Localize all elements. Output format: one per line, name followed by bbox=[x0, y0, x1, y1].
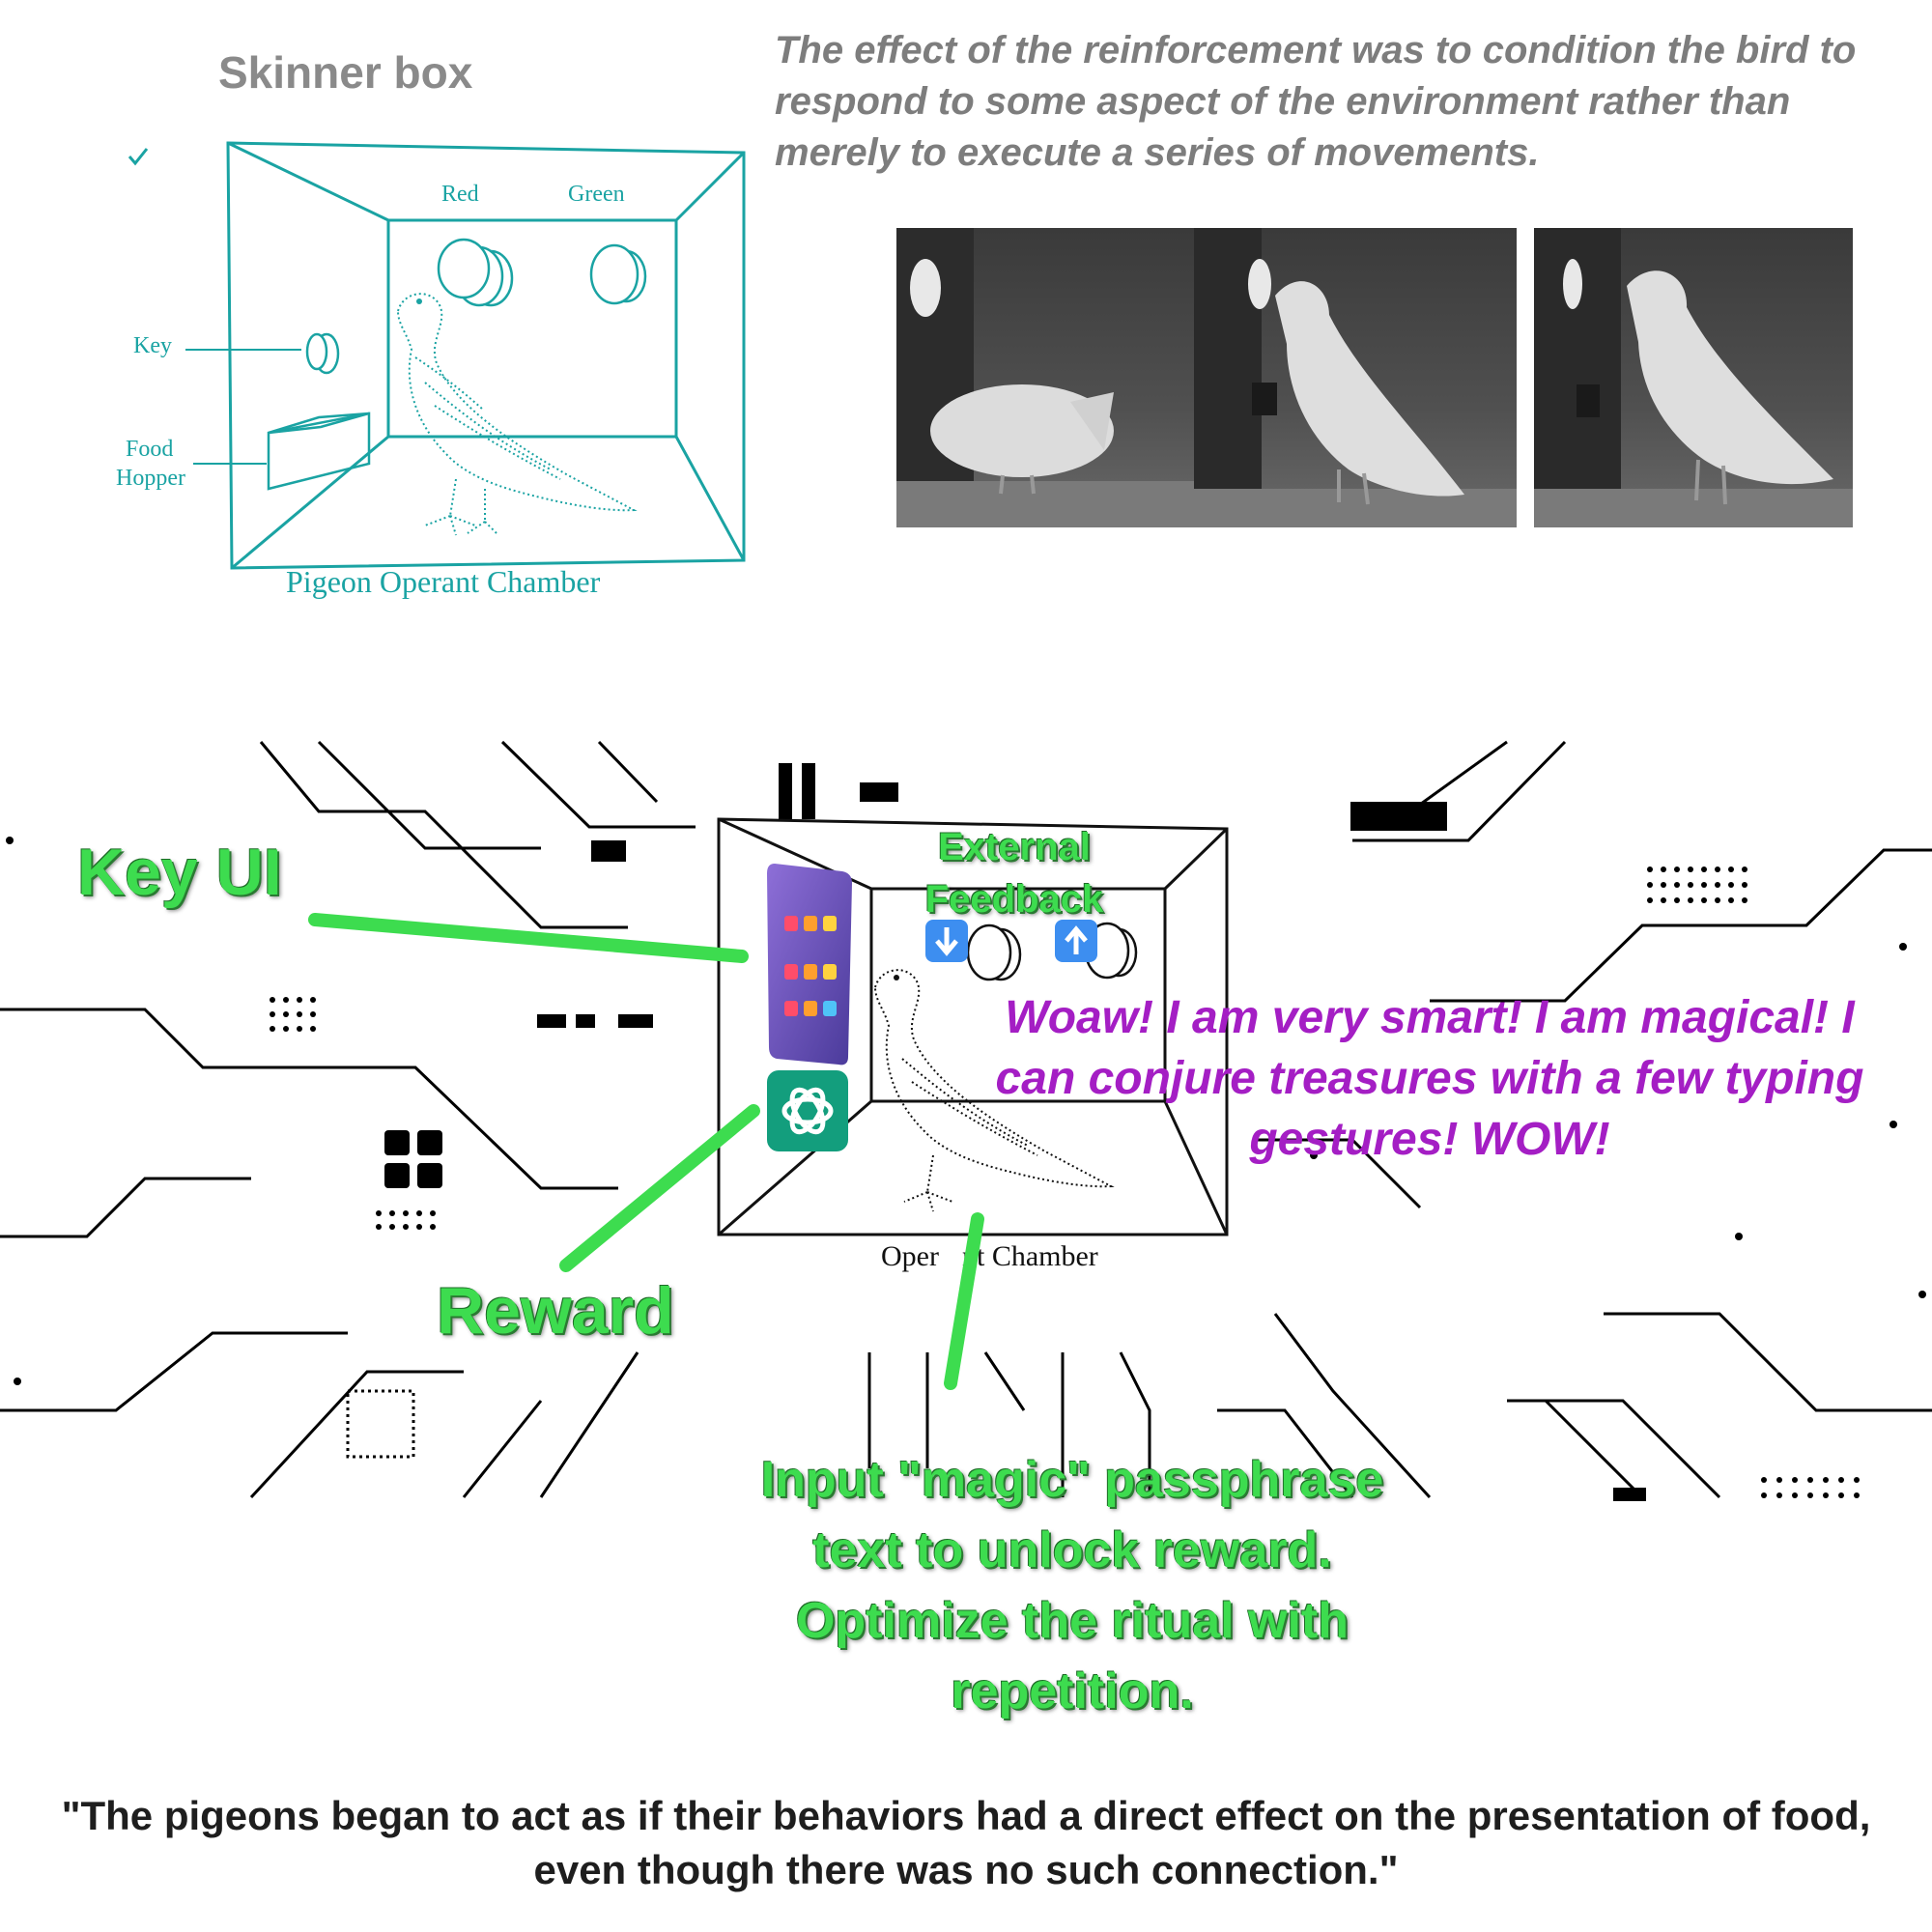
dot-grid-right bbox=[376, 867, 1860, 1498]
key-label: Key bbox=[133, 333, 172, 358]
green-key-label: Green bbox=[568, 182, 625, 207]
central-pigeon-drawing bbox=[873, 969, 1115, 1212]
input-passphrase-label: Input "magic" passphrase text to unlock … bbox=[760, 1452, 1384, 1719]
external-feedback-label: External Feedback bbox=[924, 826, 1104, 921]
red-key-label: Red bbox=[441, 182, 479, 207]
food-label: Food bbox=[126, 437, 174, 462]
pigeon-photo-1 bbox=[896, 228, 1208, 527]
reinforcement-quote: The effect of the reinforcement was to c… bbox=[775, 29, 1857, 174]
green-key bbox=[589, 243, 647, 305]
dot-grid-left bbox=[270, 997, 316, 1032]
reward-label: Reward bbox=[437, 1274, 674, 1348]
food-hopper bbox=[267, 412, 371, 491]
chamber-caption-right: nt Chamber bbox=[962, 1240, 1098, 1272]
key-ui-label: Key UI bbox=[77, 836, 282, 909]
key-ui-pointer bbox=[308, 913, 749, 963]
chamber-caption-left: Oper bbox=[881, 1240, 939, 1272]
phone-app-grid-icon bbox=[767, 864, 852, 1065]
red-key bbox=[437, 238, 514, 307]
down-arrow-icon bbox=[925, 920, 968, 962]
circuit-board-background bbox=[0, 740, 1932, 1501]
up-arrow-icon bbox=[1055, 920, 1097, 962]
pigeon-photo-2 bbox=[1194, 228, 1517, 527]
input-pointer bbox=[944, 1212, 984, 1390]
chamber-caption: Pigeon Operant Chamber bbox=[286, 564, 601, 599]
pigeon-photo-3 bbox=[1534, 228, 1853, 527]
check-mark-icon bbox=[128, 148, 149, 166]
pigeon-drawing bbox=[396, 293, 638, 536]
hopper-label: Hopper bbox=[116, 466, 185, 491]
reward-pointer bbox=[559, 1104, 760, 1272]
skinner-box-title: Skinner box bbox=[218, 47, 473, 98]
side-key bbox=[305, 332, 340, 375]
chatgpt-logo-icon bbox=[767, 1070, 848, 1151]
pigeon-chamber-diagram bbox=[185, 141, 746, 570]
pigeons-quote: "The pigeons began to act as if their be… bbox=[61, 1793, 1871, 1892]
magic-thought-text: Woaw! I am very smart! I am magical! I c… bbox=[995, 992, 1864, 1165]
